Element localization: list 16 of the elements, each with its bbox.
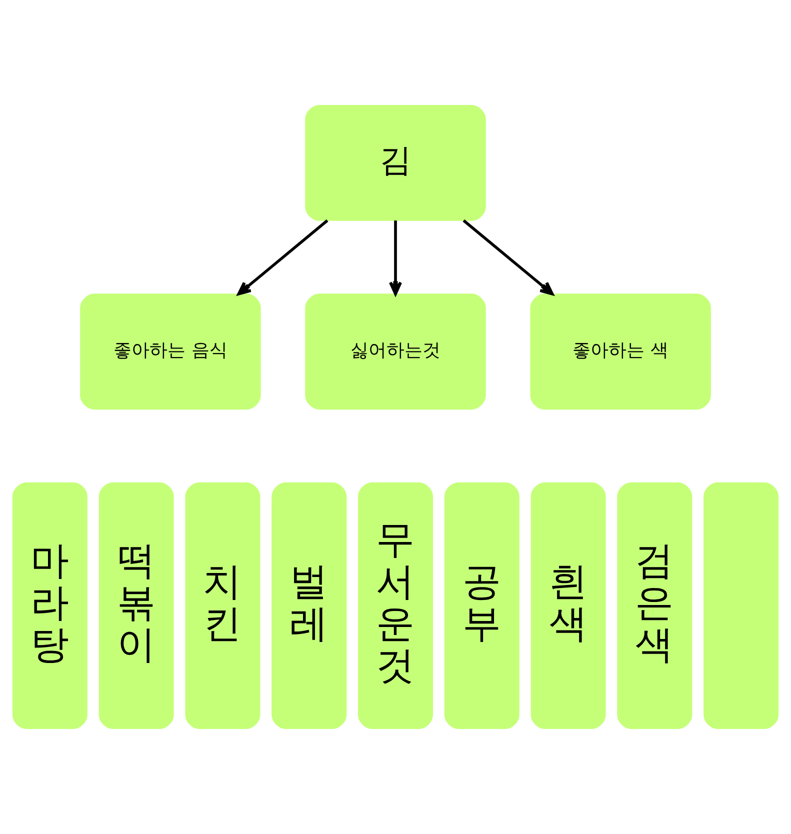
- node-box: 흰색: [530, 482, 606, 730]
- arrow: [462, 219, 554, 296]
- node-box: 검은색: [617, 482, 692, 730]
- node-box: [704, 482, 779, 730]
- node-box: 무서운것: [358, 482, 433, 730]
- node-box: 좋아하는 음식: [80, 294, 261, 410]
- node-box: 좋아하는 색: [530, 294, 711, 410]
- node-box: 마라탕: [12, 482, 88, 730]
- node-box: 싫어하는것: [305, 294, 486, 410]
- node-box: 김: [305, 104, 486, 221]
- node-box: 떡볶이: [98, 482, 174, 730]
- node-box: 벌레: [272, 482, 347, 730]
- node-box: 치킨: [185, 482, 260, 730]
- arrow: [388, 220, 402, 296]
- node-box: 공부: [444, 482, 520, 730]
- arrow: [237, 219, 328, 296]
